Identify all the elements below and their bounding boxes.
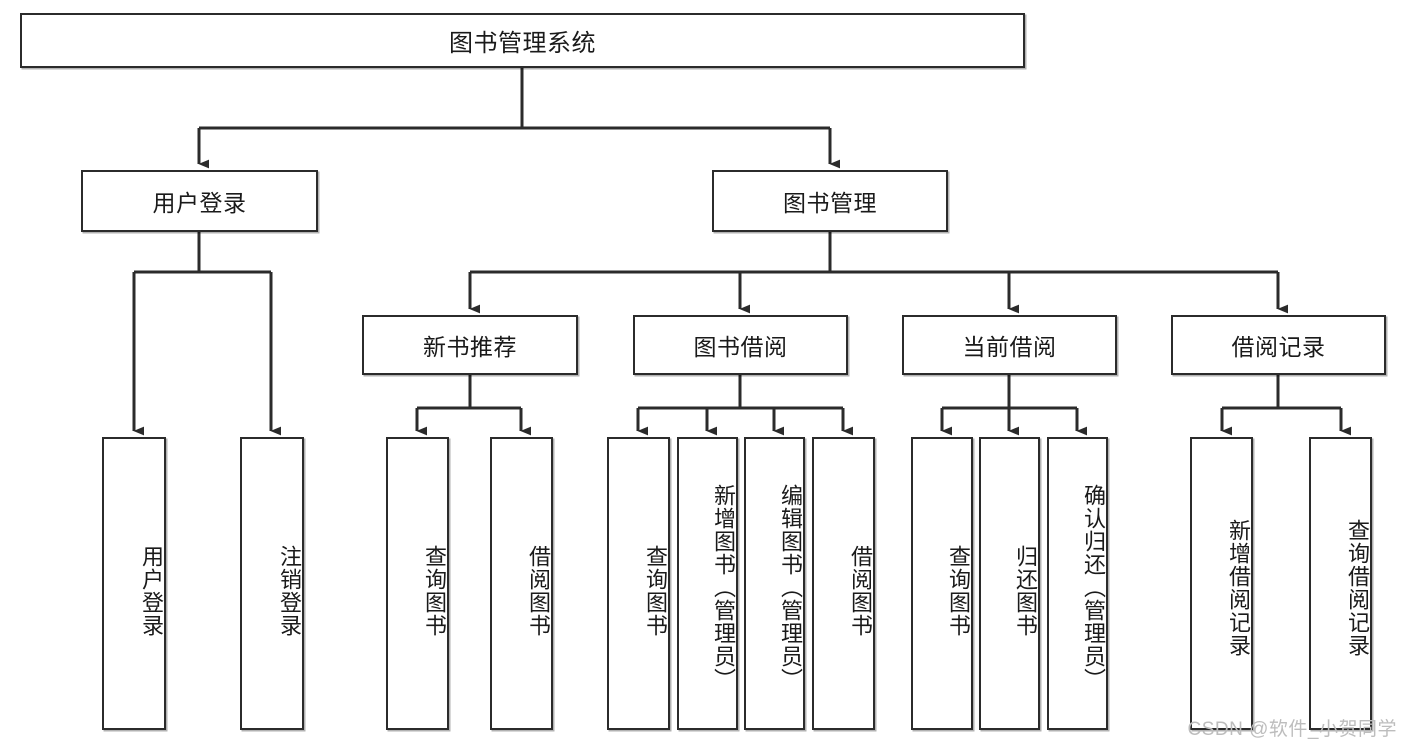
node-leaf-add-record[interactable]: 新增借阅记录 — [1190, 437, 1253, 730]
node-leaf-add-book[interactable]: 新增图书（管理员） — [677, 437, 738, 730]
node-leaf-add-record-label: 新增借阅记录 — [1226, 518, 1251, 657]
node-book-manage[interactable]: 图书管理 — [712, 170, 948, 232]
node-book-borrow-label: 图书借阅 — [693, 334, 788, 360]
node-leaf-query-record[interactable]: 查询借阅记录 — [1309, 437, 1372, 730]
node-borrow-record-label: 借阅记录 — [1231, 334, 1326, 360]
node-leaf-edit-book-label: 编辑图书（管理员） — [778, 484, 803, 691]
node-root-system-label: 图书管理系统 — [449, 30, 596, 57]
node-leaf-borrow-book-2-label: 借阅图书 — [848, 544, 873, 637]
node-leaf-borrow-book-2[interactable]: 借阅图书 — [812, 437, 875, 730]
node-leaf-query-book-2-label: 查询图书 — [643, 544, 668, 637]
node-leaf-confirm-return-label: 确认归还（管理员） — [1081, 484, 1106, 691]
node-leaf-query-record-label: 查询借阅记录 — [1345, 518, 1370, 657]
node-leaf-query-book-3[interactable]: 查询图书 — [911, 437, 973, 730]
node-leaf-borrow-book-1[interactable]: 借阅图书 — [490, 437, 553, 730]
node-leaf-logout-label: 注销登录 — [277, 544, 302, 637]
node-root-system[interactable]: 图书管理系统 — [20, 13, 1025, 68]
node-leaf-user-login[interactable]: 用户登录 — [102, 437, 166, 730]
node-user-login-label: 用户登录 — [152, 190, 247, 216]
node-leaf-query-book-1-label: 查询图书 — [422, 544, 447, 637]
node-borrow-record[interactable]: 借阅记录 — [1171, 315, 1386, 375]
csdn-watermark: CSDN @软件_小贺同学 — [1187, 719, 1397, 740]
node-leaf-edit-book[interactable]: 编辑图书（管理员） — [744, 437, 805, 730]
node-leaf-logout[interactable]: 注销登录 — [240, 437, 304, 730]
node-new-book-recommend-label: 新书推荐 — [423, 334, 517, 360]
node-leaf-return-book[interactable]: 归还图书 — [979, 437, 1040, 730]
node-book-borrow[interactable]: 图书借阅 — [633, 315, 848, 375]
node-current-borrow-label: 当前借阅 — [962, 334, 1057, 360]
node-leaf-confirm-return[interactable]: 确认归还（管理员） — [1047, 437, 1108, 730]
node-leaf-add-book-label: 新增图书（管理员） — [711, 484, 736, 691]
node-user-login[interactable]: 用户登录 — [81, 170, 318, 232]
node-leaf-borrow-book-1-label: 借阅图书 — [526, 544, 551, 637]
node-leaf-user-login-label: 用户登录 — [139, 544, 164, 637]
node-new-book-recommend[interactable]: 新书推荐 — [362, 315, 578, 375]
node-book-manage-label: 图书管理 — [783, 190, 877, 216]
node-leaf-query-book-1[interactable]: 查询图书 — [386, 437, 449, 730]
node-leaf-query-book-3-label: 查询图书 — [946, 544, 971, 637]
node-leaf-query-book-2[interactable]: 查询图书 — [607, 437, 670, 730]
node-leaf-return-book-label: 归还图书 — [1013, 544, 1038, 637]
node-current-borrow[interactable]: 当前借阅 — [902, 315, 1117, 375]
